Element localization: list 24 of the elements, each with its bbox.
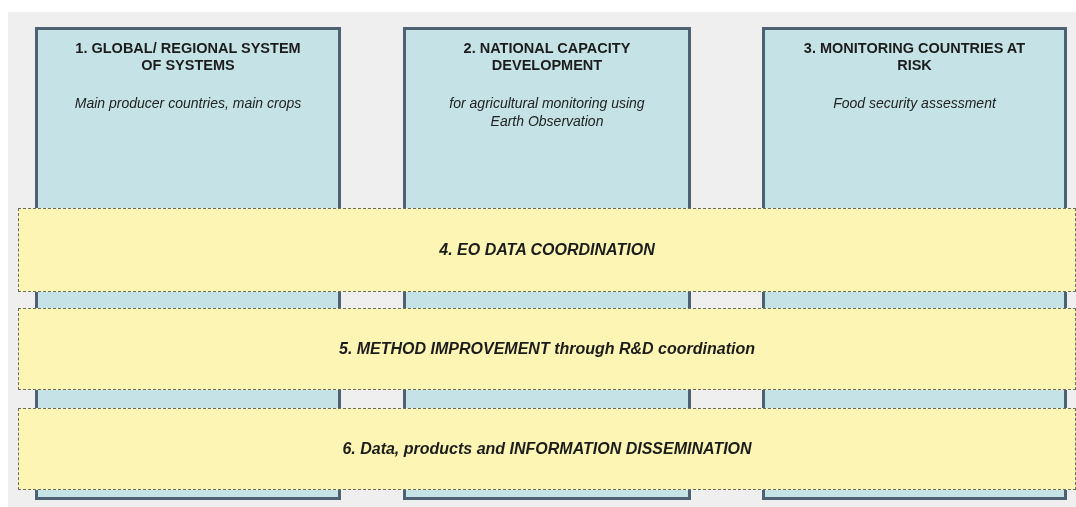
category-column <box>35 27 341 208</box>
column-segment <box>403 490 691 500</box>
activity-band <box>18 408 1076 490</box>
band-title: 5. METHOD IMPROVEMENT through R&D coordination <box>339 340 755 358</box>
column-title: 2. NATIONAL CAPACITY DEVELOPMENT <box>462 40 632 74</box>
column-segment <box>762 390 1067 408</box>
band-title: 4. EO DATA COORDINATION <box>439 241 655 259</box>
category-column <box>403 27 691 208</box>
category-column <box>762 27 1067 208</box>
column-description: Main producer countries, main crops <box>73 94 303 112</box>
column-segment <box>762 490 1067 500</box>
column-segment <box>35 390 341 408</box>
activity-band <box>18 208 1076 292</box>
column-segment <box>403 292 691 308</box>
column-description: for agricultural monitoring using Earth Observation <box>448 94 646 130</box>
column-title: 3. MONITORING COUNTRIES AT RISK <box>802 40 1027 74</box>
column-segment <box>35 490 341 500</box>
band-title: 6. Data, products and INFORMATION DISSEMINATION <box>342 440 752 458</box>
column-description: Food security assessment <box>832 94 998 112</box>
column-segment <box>403 390 691 408</box>
column-title: 1. GLOBAL/ REGIONAL SYSTEM OF SYSTEMS <box>74 40 302 74</box>
column-segment <box>762 292 1067 308</box>
column-segment <box>35 292 341 308</box>
activity-band <box>18 308 1076 390</box>
